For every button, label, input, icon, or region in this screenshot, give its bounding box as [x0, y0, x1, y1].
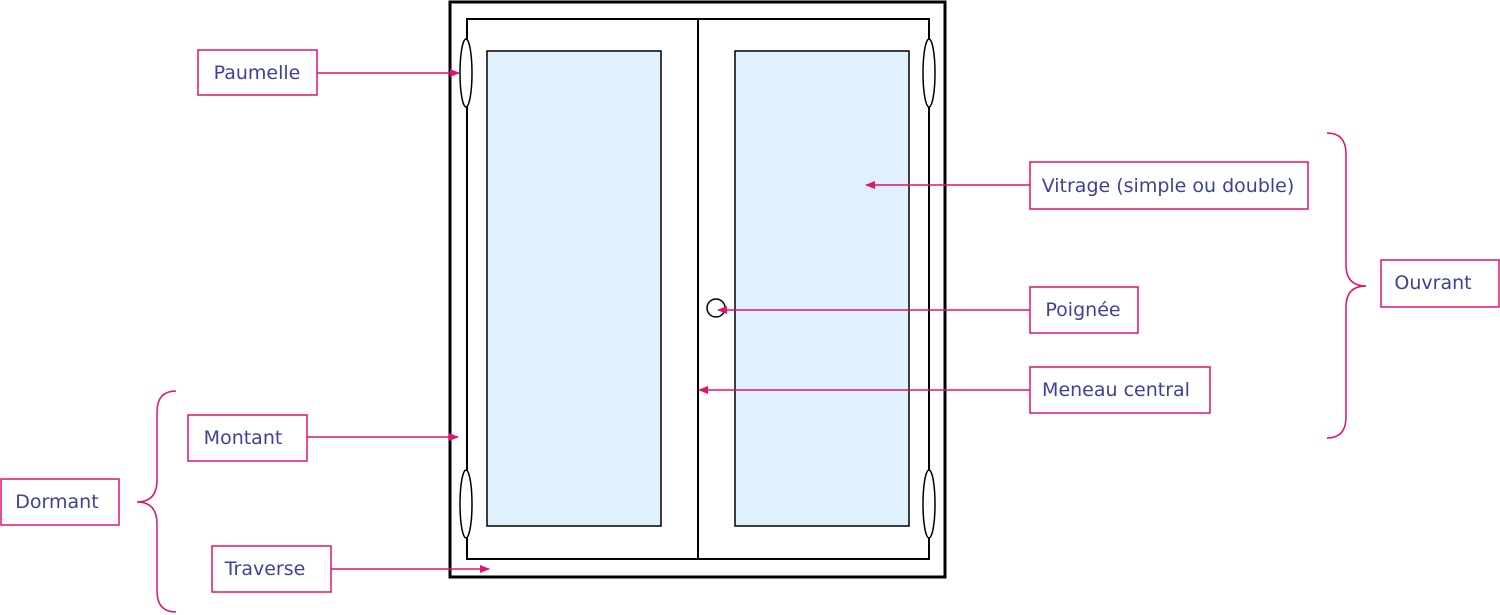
window-drawing [448, 0, 947, 579]
dormant-label: Dormant [15, 491, 98, 513]
ouvrant-label-box [1380, 259, 1500, 308]
traverse-label: Traverse [224, 558, 306, 580]
poignee-label-box [1029, 286, 1139, 334]
traverse-label-box [211, 545, 332, 593]
label-texts: Paumelle Montant Traverse Dormant Vitrag… [15, 62, 1471, 580]
right-glass-pane [734, 50, 910, 527]
vitrage-label: Vitrage (simple ou double) [1042, 175, 1295, 197]
hinge-bottom-left [459, 469, 473, 539]
paumelle-label-box [197, 49, 318, 96]
label-boxes [0, 49, 1500, 593]
dormant-label-box [0, 478, 120, 526]
paumelle-label: Paumelle [214, 62, 301, 84]
hinge-top-left [459, 38, 473, 108]
hinge-bottom-right [922, 469, 936, 539]
dormant-brace [136, 390, 177, 613]
meneau-label: Meneau central [1042, 379, 1190, 401]
left-glass-pane [486, 50, 662, 527]
ouvrant-label: Ouvrant [1394, 272, 1471, 294]
window-handle [706, 298, 726, 318]
braces [136, 132, 1367, 613]
vitrage-label-box [1029, 161, 1309, 210]
hinge-top-right [922, 38, 936, 108]
poignee-label: Poignée [1045, 299, 1120, 321]
callout-arrows [307, 69, 1030, 573]
montant-label: Montant [204, 427, 283, 449]
montant-label-box [187, 414, 308, 462]
ouvrant-brace [1326, 132, 1367, 439]
meneau-label-box [1029, 366, 1211, 414]
